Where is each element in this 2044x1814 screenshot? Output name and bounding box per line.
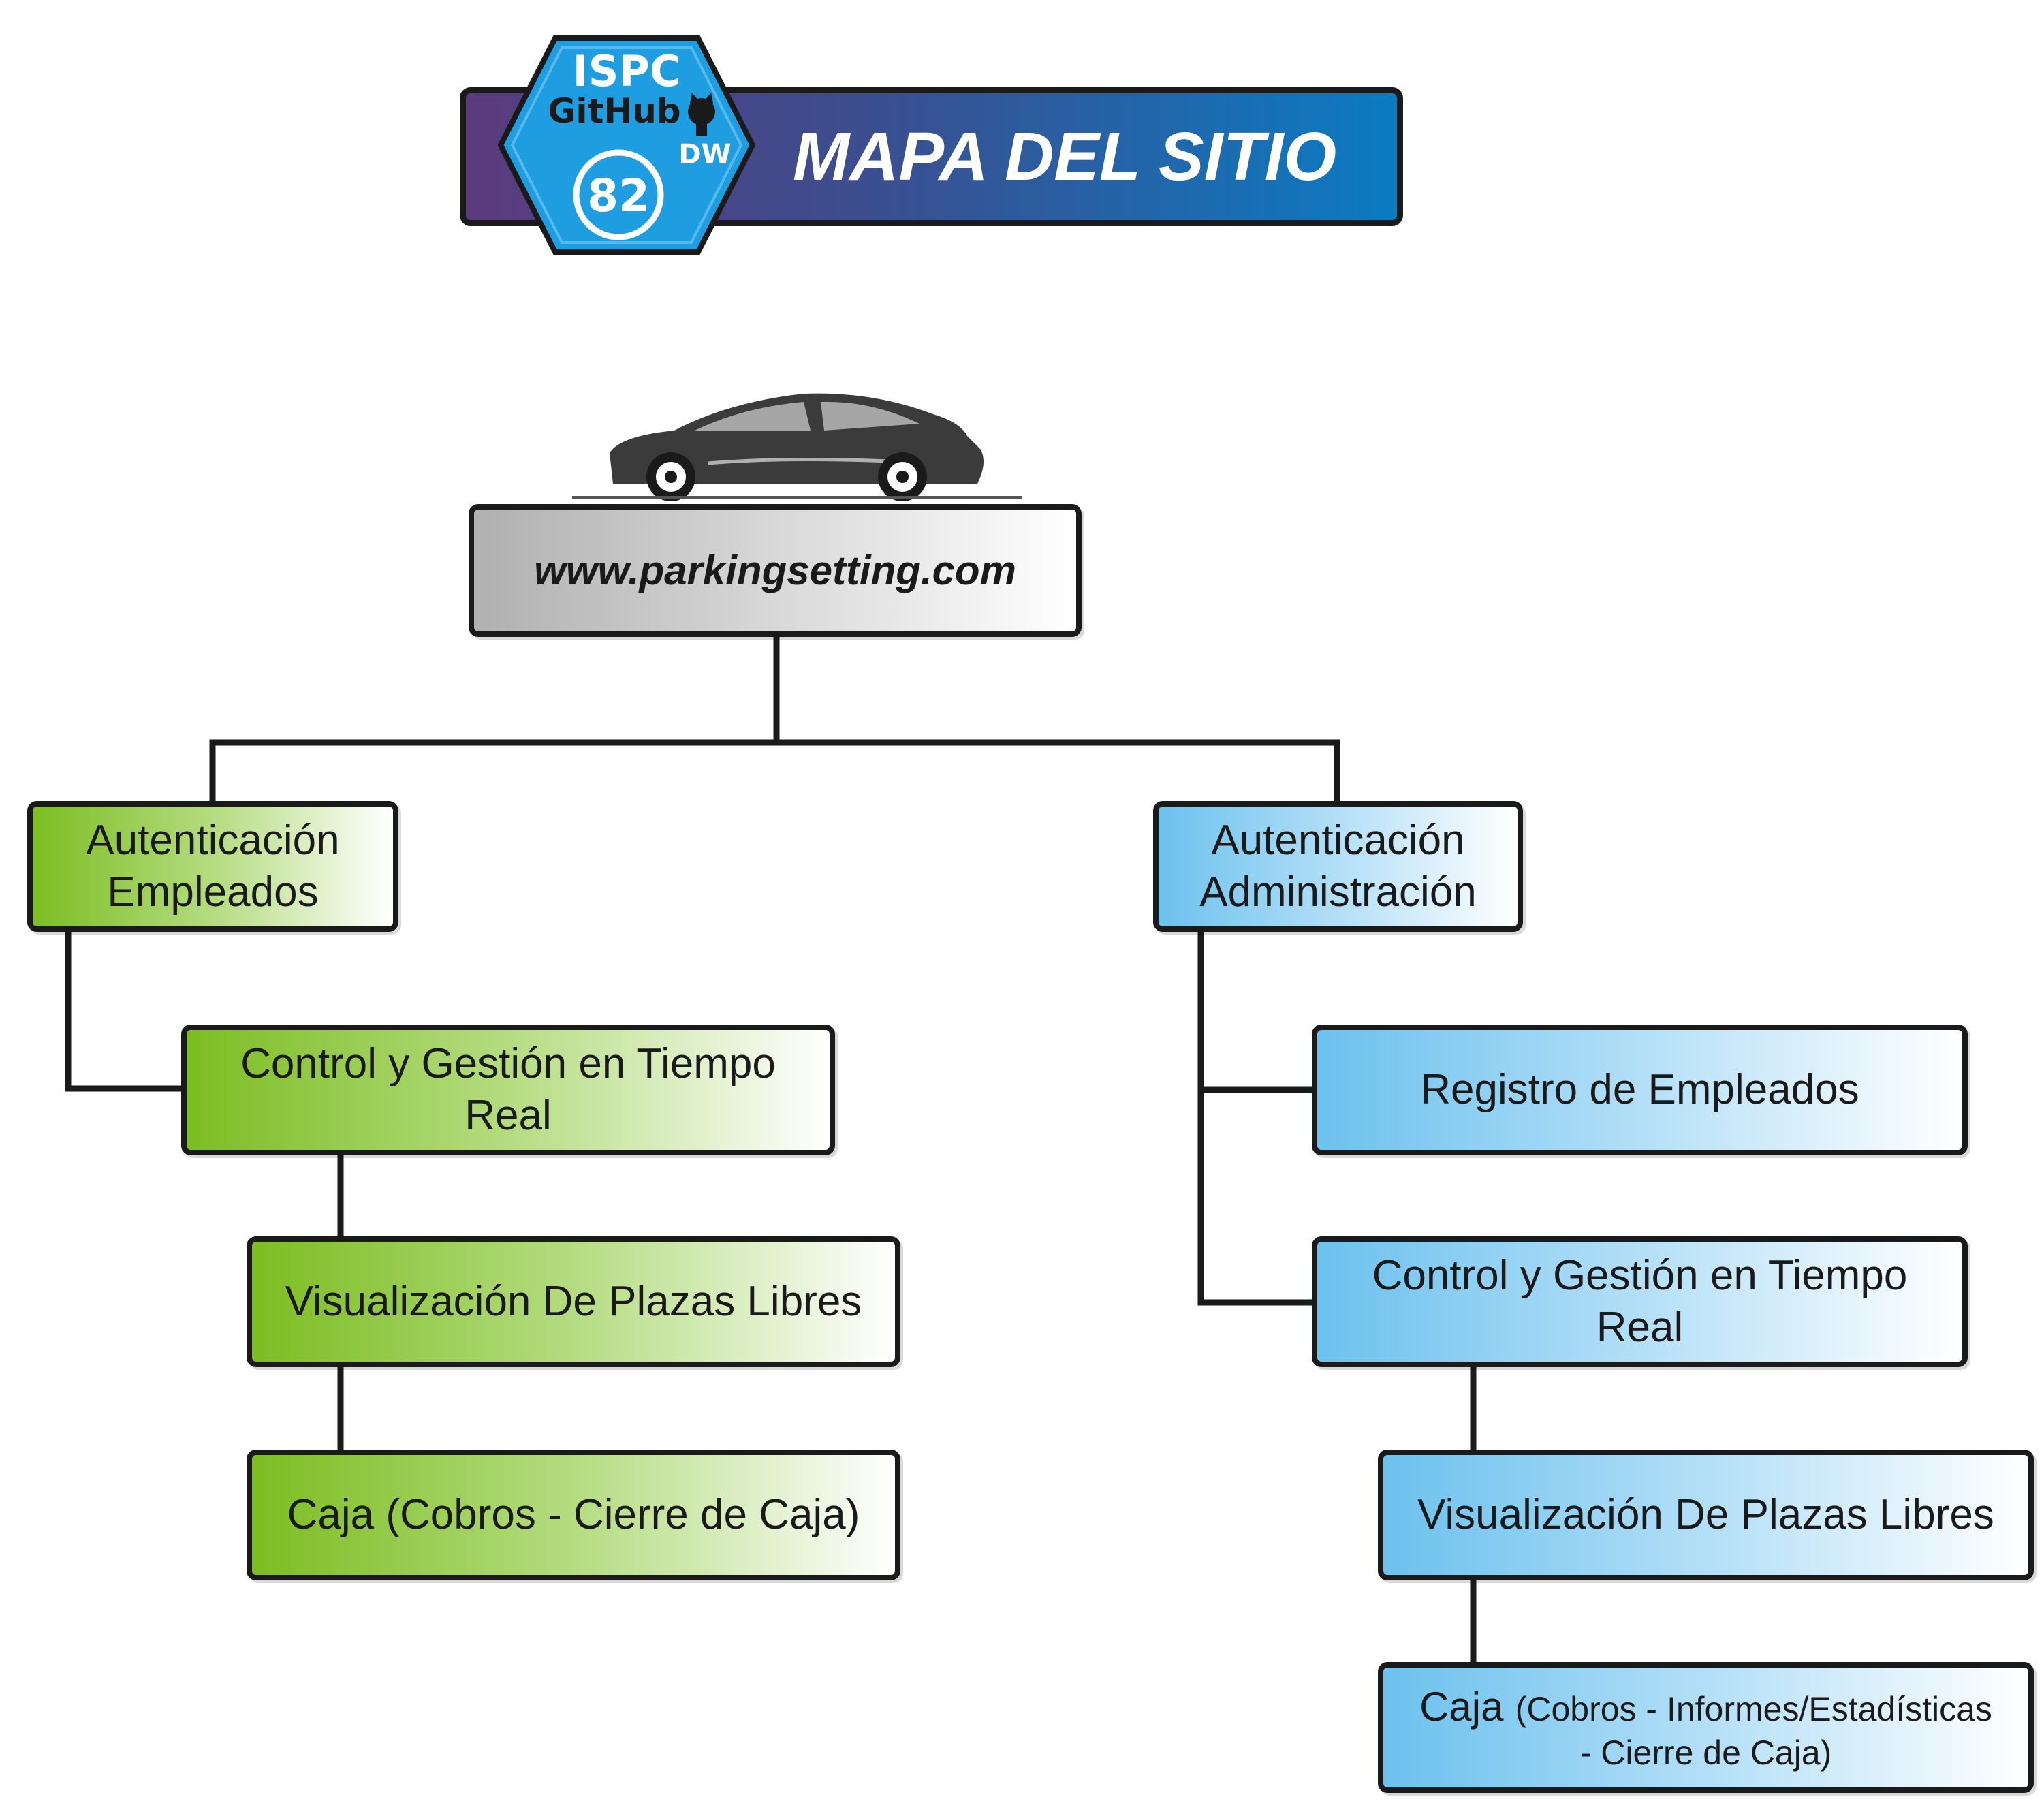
node-label-line1: Autenticación — [1211, 817, 1465, 864]
node-label-line1: Control y Gestión en Tiempo — [240, 1040, 776, 1088]
node-caja-detail2: - Cierre de Caja) — [1579, 1734, 1832, 1772]
node-label-line2: Empleados — [107, 869, 319, 916]
sports-car-icon — [572, 393, 1022, 501]
node-label-line2: Administración — [1199, 869, 1477, 916]
node-label-line1: Control y Gestión en Tiempo — [1372, 1252, 1908, 1300]
node-label: Visualización De Plazas Libres — [285, 1278, 862, 1326]
connector-employees-control — [65, 927, 187, 1092]
logo-number: 82 — [587, 170, 650, 222]
ispc-github-logo: ISPC GitHub 82 DW — [497, 35, 756, 255]
node-label: Visualización De Plazas Libres — [1417, 1491, 1994, 1539]
logo-text-dw: DW — [678, 139, 731, 170]
node-autenticacion-empleados: Autenticación Empleados — [27, 801, 398, 932]
logo-number-circle — [573, 149, 664, 240]
node-empleados-caja: Caja (Cobros - Cierre de Caja) — [247, 1450, 900, 1580]
page-title: MAPA DEL SITIO — [793, 118, 1337, 195]
node-caja-line1: Caja (Cobros - Informes/Estadísticas — [1419, 1681, 1992, 1733]
logo-text-ispc: ISPC — [573, 46, 681, 96]
root-node-website: www.parkingsetting.com — [469, 504, 1082, 637]
node-admin-visualizacion-plazas: Visualización De Plazas Libres — [1378, 1450, 2034, 1580]
github-octocat-icon — [688, 93, 715, 136]
node-admin-registro-empleados: Registro de Empleados — [1312, 1025, 1968, 1155]
node-label: Registro de Empleados — [1420, 1066, 1859, 1114]
node-caja-main: Caja — [1419, 1683, 1504, 1730]
connector-admin-trunk — [1197, 927, 1317, 1306]
logo-text-github: GitHub — [548, 91, 680, 131]
node-empleados-control-gestion: Control y Gestión en Tiempo Real — [181, 1025, 835, 1155]
logo-hexagon — [497, 35, 756, 255]
node-autenticacion-administracion: Autenticación Administración — [1153, 801, 1523, 932]
node-admin-control-gestion: Control y Gestión en Tiempo Real — [1312, 1236, 1968, 1367]
node-caja-detail1: (Cobros - Informes/Estadísticas — [1515, 1689, 1992, 1728]
node-label-line2: Real — [465, 1092, 552, 1139]
node-admin-caja: Caja (Cobros - Informes/Estadísticas - C… — [1378, 1662, 2034, 1793]
node-label: Caja (Cobros - Cierre de Caja) — [287, 1491, 860, 1539]
node-label-line2: Real — [1596, 1304, 1684, 1351]
node-empleados-visualizacion-plazas: Visualización De Plazas Libres — [247, 1236, 900, 1367]
node-label-line1: Autenticación — [86, 817, 340, 864]
root-label: www.parkingsetting.com — [534, 547, 1016, 593]
